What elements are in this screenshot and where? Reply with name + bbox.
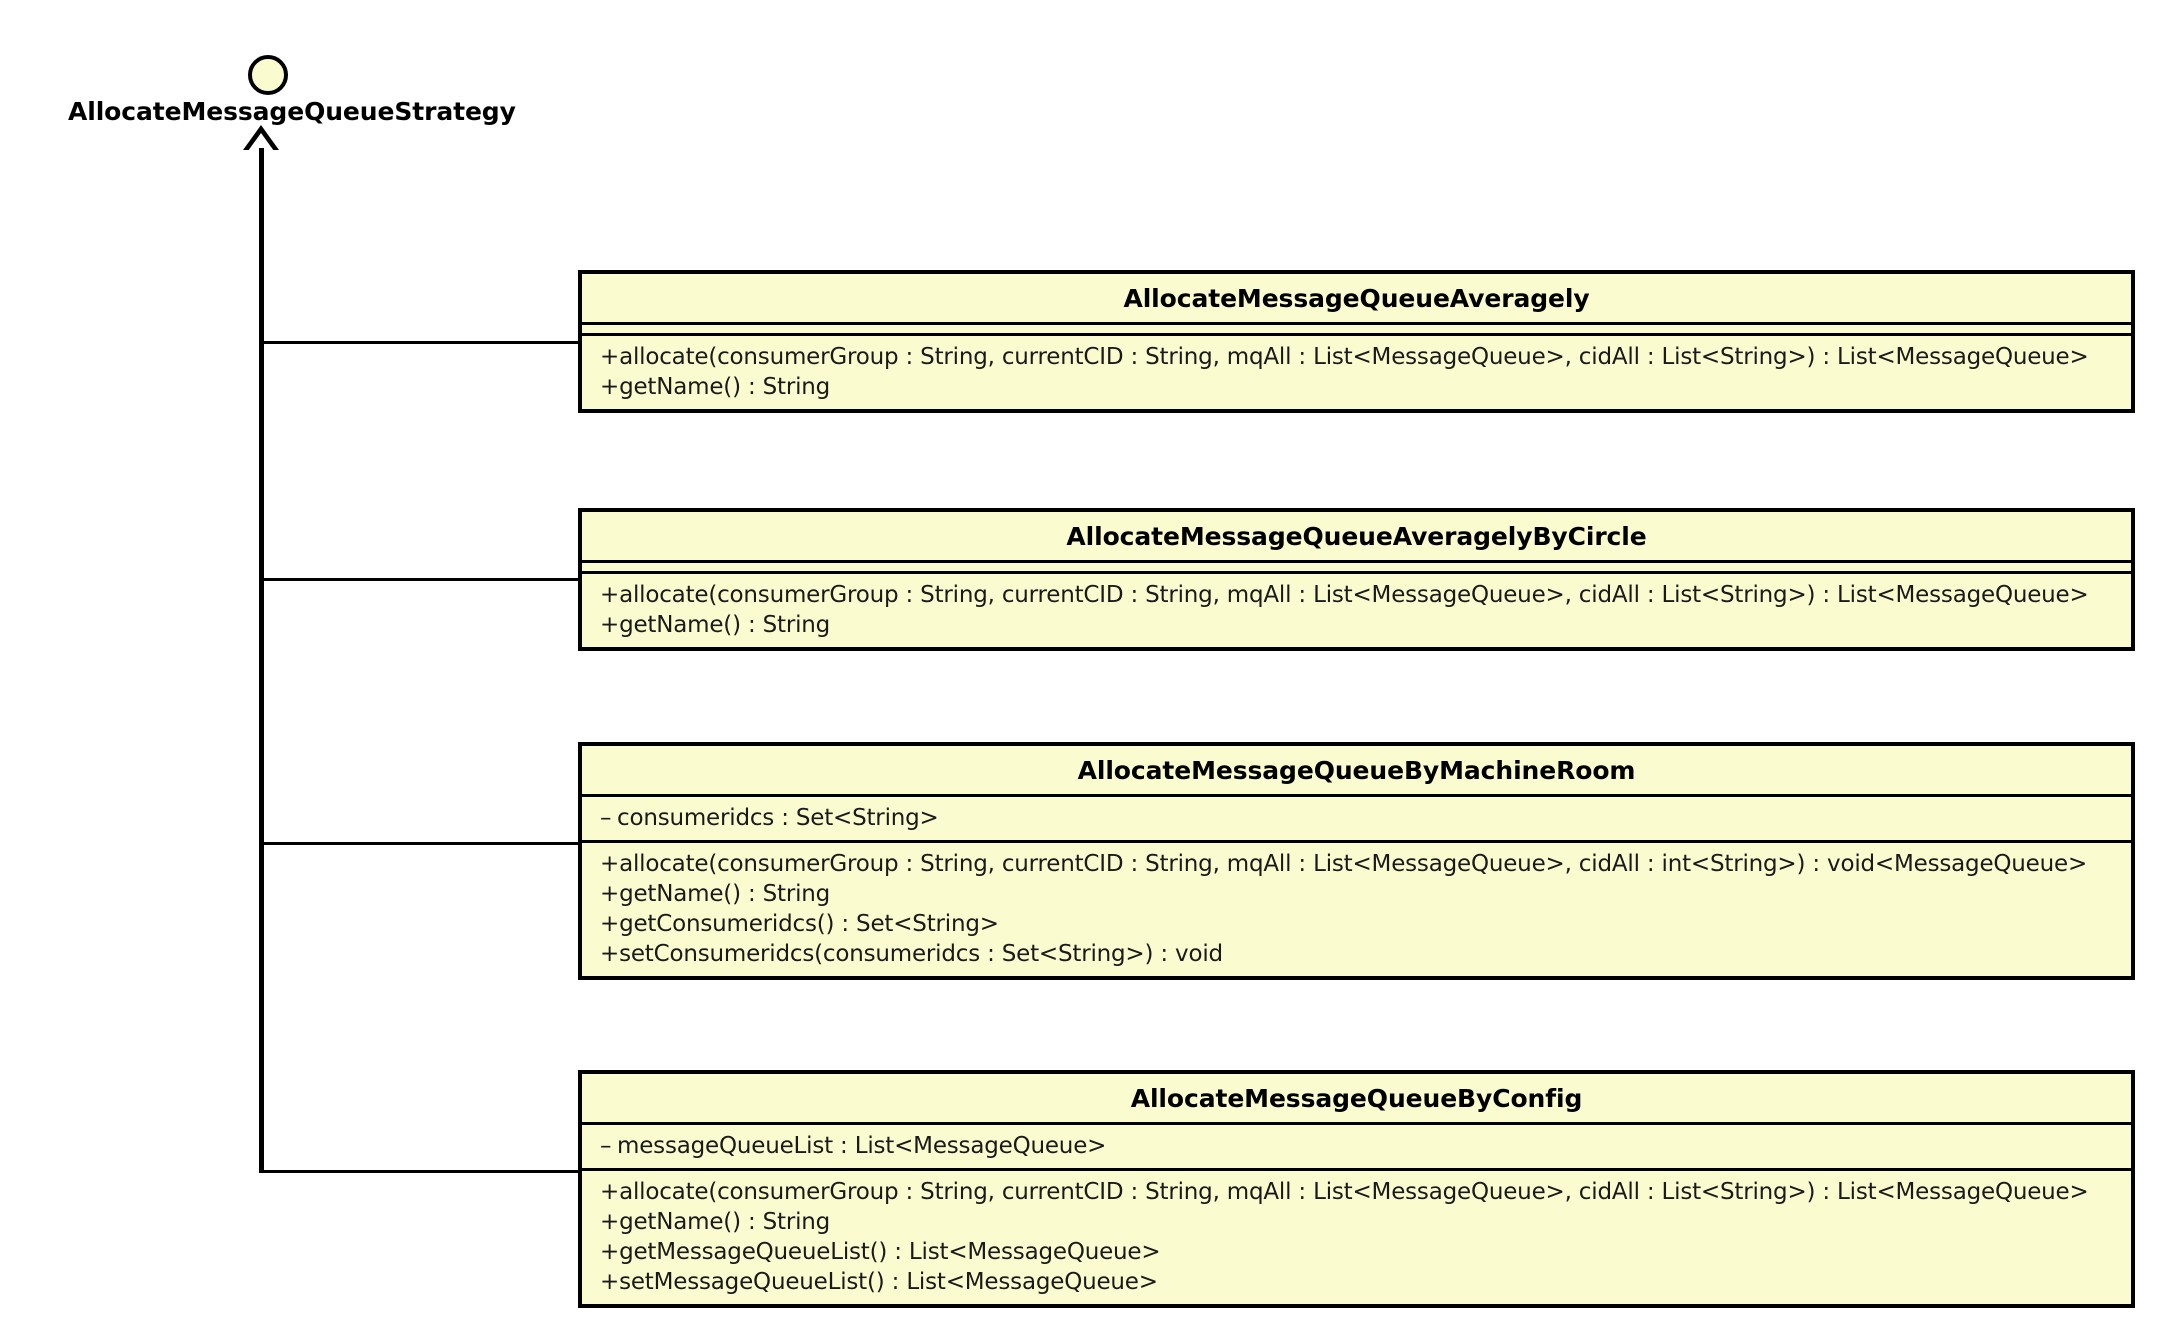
class-title: AllocateMessageQueueAveragely [1123,284,1590,313]
method-row: +allocate(consumerGroup : String, curren… [582,580,2131,610]
compartment-divider [582,333,2131,336]
method-signature: getName() : String [619,374,831,400]
method-compartment: +allocate(consumerGroup : String, curren… [582,574,2131,647]
visibility-marker: + [600,1209,620,1235]
visibility-marker: – [600,1133,612,1159]
attribute-row: –messageQueueList : List<MessageQueue> [582,1131,2131,1161]
method-row: +getName() : String [582,372,2131,402]
visibility-marker: + [600,1179,620,1205]
visibility-marker: + [600,612,620,638]
method-row: +setConsumeridcs(consumeridcs : Set<Stri… [582,939,2131,969]
attribute-compartment: –messageQueueList : List<MessageQueue> [582,1125,2131,1168]
visibility-marker: + [600,911,620,937]
generalization-arrowhead-fill-icon [248,133,274,151]
method-signature: allocate(consumerGroup : String, current… [619,582,2089,608]
attribute-signature: messageQueueList : List<MessageQueue> [617,1133,1107,1159]
visibility-marker: + [600,374,620,400]
interface-node[interactable]: AllocateMessageQueueStrategy [68,55,516,145]
compartment-divider [582,1122,2131,1125]
method-signature: getMessageQueueList() : List<MessageQueu… [619,1239,1161,1265]
compartment-divider [582,571,2131,574]
compartment-divider [582,322,2131,325]
class-box-allocate-message-queue-by-config[interactable]: AllocateMessageQueueByConfig –messageQue… [578,1070,2135,1308]
method-row: +setMessageQueueList() : List<MessageQue… [582,1267,2131,1297]
class-box-allocate-message-queue-averagely[interactable]: AllocateMessageQueueAveragely +allocate(… [578,270,2135,413]
visibility-marker: – [600,805,612,831]
method-row: +allocate(consumerGroup : String, curren… [582,849,2131,879]
inheritance-branch-line-3 [261,842,579,845]
method-signature: getName() : String [619,612,831,638]
inheritance-branch-line-1 [261,341,579,344]
method-signature: allocate(consumerGroup : String, current… [619,344,2089,370]
method-row: +getConsumeridcs() : Set<String> [582,909,2131,939]
method-signature: getName() : String [619,1209,831,1235]
method-compartment: +allocate(consumerGroup : String, curren… [582,1171,2131,1304]
visibility-marker: + [600,851,620,877]
visibility-marker: + [600,881,620,907]
method-row: +allocate(consumerGroup : String, curren… [582,1177,2131,1207]
attribute-compartment [582,325,2131,333]
compartment-divider [582,840,2131,843]
compartment-divider [582,1168,2131,1171]
method-compartment: +allocate(consumerGroup : String, curren… [582,843,2131,976]
visibility-marker: + [600,941,620,967]
method-signature: allocate(consumerGroup : String, current… [619,1179,2089,1205]
interface-label: AllocateMessageQueueStrategy [68,97,516,126]
attribute-signature: consumeridcs : Set<String> [617,805,939,831]
method-signature: setConsumeridcs(consumeridcs : Set<Strin… [619,941,1223,967]
method-signature: setMessageQueueList() : List<MessageQueu… [619,1269,1158,1295]
inheritance-trunk-line [259,148,264,1173]
method-row: +allocate(consumerGroup : String, curren… [582,342,2131,372]
method-signature: getName() : String [619,881,831,907]
inheritance-branch-line-2 [261,578,579,581]
method-signature: allocate(consumerGroup : String, current… [619,851,2088,877]
visibility-marker: + [600,1239,620,1265]
method-row: +getName() : String [582,1207,2131,1237]
inheritance-branch-line-4 [261,1170,579,1173]
attribute-row: –consumeridcs : Set<String> [582,803,2131,833]
visibility-marker: + [600,582,620,608]
class-title: AllocateMessageQueueByMachineRoom [1077,756,1636,785]
compartment-divider [582,560,2131,563]
visibility-marker: + [600,344,620,370]
method-row: +getName() : String [582,879,2131,909]
method-row: +getMessageQueueList() : List<MessageQue… [582,1237,2131,1267]
attribute-compartment: –consumeridcs : Set<String> [582,797,2131,840]
class-box-allocate-message-queue-averagely-by-circle[interactable]: AllocateMessageQueueAveragelyByCircle +a… [578,508,2135,651]
class-title: AllocateMessageQueueByConfig [1130,1084,1583,1113]
method-signature: getConsumeridcs() : Set<String> [619,911,999,937]
method-row: +getName() : String [582,610,2131,640]
compartment-divider [582,794,2131,797]
interface-circle-icon [248,55,288,95]
visibility-marker: + [600,1269,620,1295]
class-box-allocate-message-queue-by-machine-room[interactable]: AllocateMessageQueueByMachineRoom –consu… [578,742,2135,980]
class-title: AllocateMessageQueueAveragelyByCircle [1066,522,1647,551]
attribute-compartment [582,563,2131,571]
method-compartment: +allocate(consumerGroup : String, curren… [582,336,2131,409]
